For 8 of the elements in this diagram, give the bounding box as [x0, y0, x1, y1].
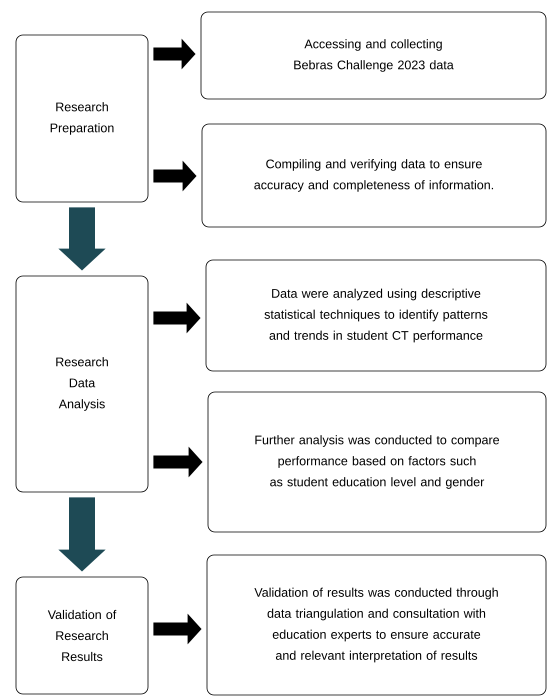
step-box: Validation of Research Results	[16, 576, 148, 694]
task-box: Data were analyzed using descriptive statistical techniques to identify patterns and trends in student CT performance	[206, 260, 546, 372]
step-box: Research Data Analysis	[16, 276, 148, 492]
step-box: Research Preparation	[16, 34, 148, 202]
task-box: Compiling and verifying data to ensure accuracy and completeness of information.	[202, 124, 546, 228]
task-box: Accessing and collecting Bebras Challenge 2023 data	[200, 12, 546, 100]
task-box: Further analysis was conducted to compare performance based on factors such as student education level and gender	[208, 392, 546, 532]
task-box: Validation of results was conducted through data triangulation and consultation with education experts to ensure accurate and relevant interpretation of results	[206, 554, 546, 696]
